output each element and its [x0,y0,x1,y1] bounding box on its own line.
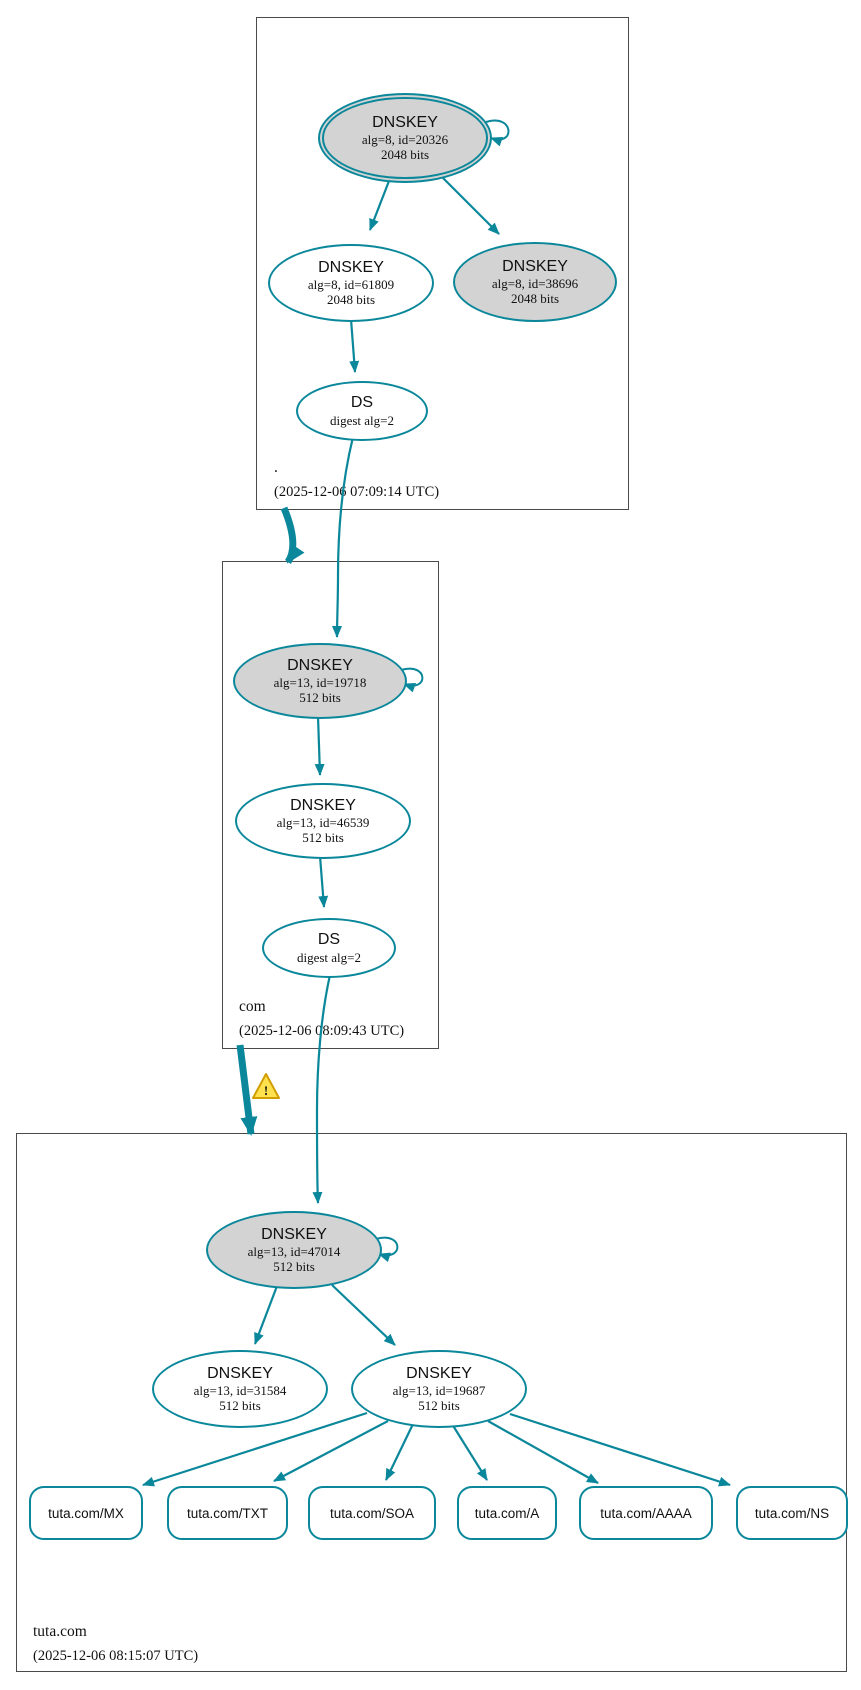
rrset-tuta-com-a[interactable]: tuta.com/A [457,1486,557,1540]
edge-delegation-root-to-com [280,506,305,564]
node-bits: 2048 bits [510,291,560,307]
rrset-label: tuta.com/MX [48,1505,124,1521]
node-detail: alg=13, id=47014 [247,1244,341,1260]
node-ds-com[interactable]: DS digest alg=2 [262,918,396,978]
node-bits: 2048 bits [326,292,376,308]
zone-timestamp-com: (2025-12-06 08:09:43 UTC) [239,1023,405,1039]
node-bits: 512 bits [273,1259,315,1275]
node-title: DNSKEY [406,1364,472,1382]
node-dnskey-20326[interactable]: DNSKEY alg=8, id=20326 2048 bits [318,93,492,183]
zone-timestamp-root: (2025-12-06 07:09:14 UTC) [274,484,440,500]
node-title: DNSKEY [287,656,353,674]
node-title: DNSKEY [318,258,384,276]
rrset-tuta-com-txt[interactable]: tuta.com/TXT [167,1486,288,1540]
rrset-tuta-com-soa[interactable]: tuta.com/SOA [308,1486,436,1540]
node-title: DS [350,394,374,412]
node-bits: 512 bits [302,830,344,846]
node-bits: 512 bits [418,1398,460,1414]
node-title: DNSKEY [261,1225,327,1243]
node-detail: alg=13, id=46539 [276,815,370,831]
node-detail: alg=8, id=20326 [361,132,449,148]
rrset-label: tuta.com/AAAA [600,1505,692,1521]
rrset-tuta-com-ns[interactable]: tuta.com/NS [736,1486,848,1540]
node-bits: 512 bits [299,690,341,706]
rrset-tuta-com-mx[interactable]: tuta.com/MX [29,1486,143,1540]
node-dnskey-46539[interactable]: DNSKEY alg=13, id=46539 512 bits [235,783,411,859]
node-title: DS [317,931,341,949]
node-bits: 512 bits [219,1398,261,1414]
node-detail: alg=13, id=31584 [193,1383,287,1399]
zone-label-tuta-com: tuta.com [33,1623,87,1640]
node-detail: alg=8, id=38696 [491,276,579,292]
warning-icon: ! [252,1073,280,1099]
svg-text:!: ! [264,1083,268,1098]
node-dnskey-19687[interactable]: DNSKEY alg=13, id=19687 512 bits [351,1350,527,1428]
node-ds-root[interactable]: DS digest alg=2 [296,381,428,441]
node-title: DNSKEY [290,796,356,814]
node-detail: alg=13, id=19718 [273,675,367,691]
node-detail: alg=13, id=19687 [392,1383,486,1399]
zone-label-com: com [239,998,266,1015]
node-bits: 2048 bits [380,147,430,163]
rrset-label: tuta.com/NS [754,1505,830,1521]
node-title: DNSKEY [372,113,438,131]
rrset-label: tuta.com/SOA [329,1505,415,1521]
rrset-label: tuta.com/A [474,1505,540,1521]
node-dnskey-61809[interactable]: DNSKEY alg=8, id=61809 2048 bits [268,244,434,322]
node-title: DNSKEY [207,1364,273,1382]
rrset-tuta-com-aaaa[interactable]: tuta.com/AAAA [579,1486,713,1540]
node-dnskey-38696[interactable]: DNSKEY alg=8, id=38696 2048 bits [453,242,617,322]
node-detail: alg=8, id=61809 [307,277,395,293]
zone-label-root: . [274,459,278,476]
node-dnskey-19718[interactable]: DNSKEY alg=13, id=19718 512 bits [233,643,407,719]
rrset-label: tuta.com/TXT [186,1505,269,1521]
zone-timestamp-tuta-com: (2025-12-06 08:15:07 UTC) [33,1648,199,1664]
edge-delegation-com-to-tuta [236,1044,258,1136]
node-dnskey-31584[interactable]: DNSKEY alg=13, id=31584 512 bits [152,1350,328,1428]
node-title: DNSKEY [502,257,568,275]
node-dnskey-47014[interactable]: DNSKEY alg=13, id=47014 512 bits [206,1211,382,1289]
node-detail: digest alg=2 [329,412,395,428]
node-detail: digest alg=2 [296,949,362,965]
